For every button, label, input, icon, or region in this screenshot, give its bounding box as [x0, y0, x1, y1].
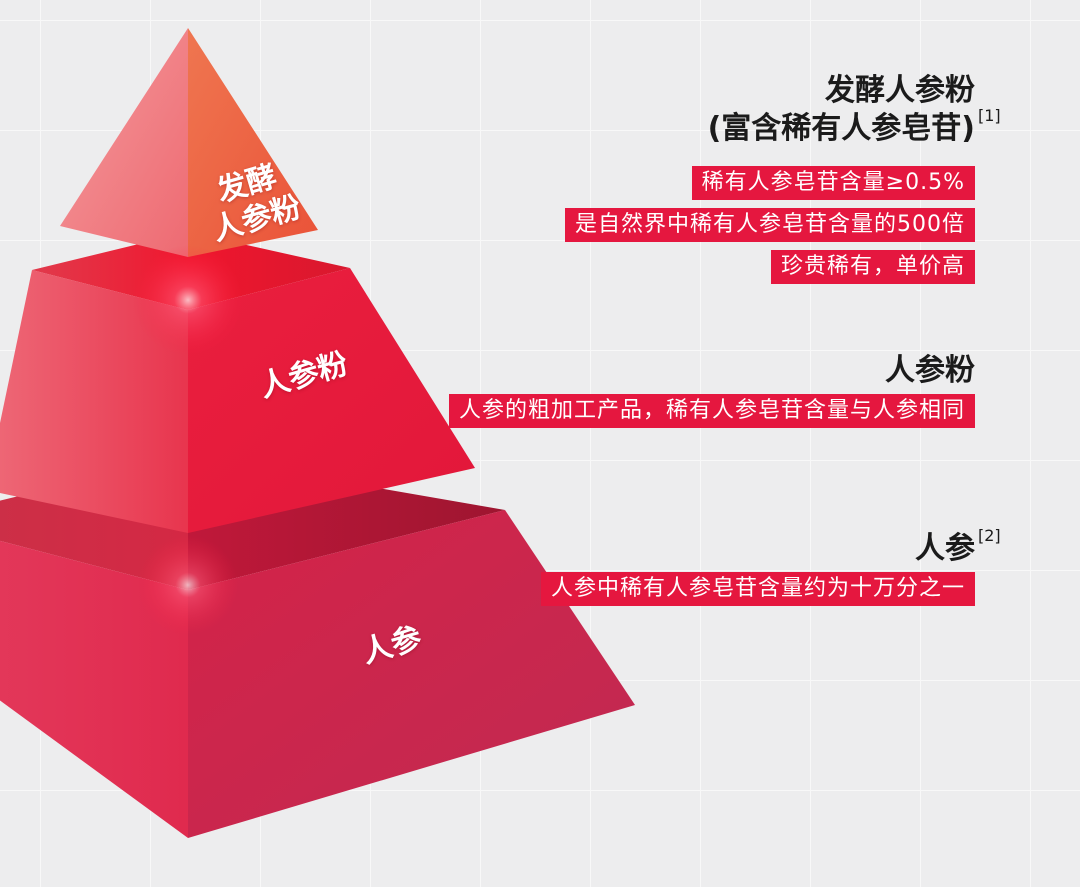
section-ginseng-powder: 人参粉 人参的粗加工产品，稀有人参皂苷含量与人参相同: [355, 352, 975, 428]
tier-top-right-face: [188, 28, 318, 257]
tier-bottom-right-face: [188, 510, 635, 838]
section-1-note: 珍贵稀有，单价高: [770, 250, 975, 284]
section-2-title: 人参粉: [885, 353, 975, 388]
pyramid-tier-top: [60, 28, 318, 257]
section-3-reference: [2]: [978, 526, 1001, 545]
section-1-note: 是自然界中稀有人参皂苷含量的500倍: [565, 208, 975, 242]
section-1-subtitle-text: (富含稀有人参皂苷): [707, 111, 975, 146]
section-3-title-text: 人参: [915, 531, 975, 566]
section-3-notes: 人参中稀有人参皂苷含量约为十万分之一: [355, 572, 975, 606]
tier-middle-left-face: [0, 270, 188, 533]
section-1-title: 发酵人参粉: [825, 73, 975, 108]
section-1-subtitle: (富含稀有人参皂苷)[1]: [707, 106, 1001, 148]
tier-bottom-left-face: [0, 540, 188, 838]
pyramid-tier-bottom: [0, 455, 635, 838]
section-1-notes: 稀有人参皂苷含量≥0.5% 是自然界中稀有人参皂苷含量的500倍 珍贵稀有，单价…: [355, 166, 975, 284]
section-fermented-ginseng-powder: 发酵人参粉 (富含稀有人参皂苷)[1] 稀有人参皂苷含量≥0.5% 是自然界中稀…: [355, 72, 1001, 284]
section-1-note: 稀有人参皂苷含量≥0.5%: [691, 166, 975, 200]
section-3-note: 人参中稀有人参皂苷含量约为十万分之一: [540, 572, 975, 606]
section-3-title: 人参[2]: [915, 526, 1001, 568]
section-2-note: 人参的粗加工产品，稀有人参皂苷含量与人参相同: [448, 394, 975, 428]
section-1-reference: [1]: [978, 106, 1001, 125]
pyramid-tier-middle: [0, 232, 475, 533]
glow-middle-tier: [133, 245, 243, 355]
section-2-notes: 人参的粗加工产品，稀有人参皂苷含量与人参相同: [355, 394, 975, 428]
section-ginseng: 人参[2] 人参中稀有人参皂苷含量约为十万分之一: [355, 526, 1001, 606]
tier-middle-right-face: [188, 268, 475, 533]
glow-bottom-tier: [138, 535, 238, 635]
tier-top-left-face: [60, 28, 188, 257]
